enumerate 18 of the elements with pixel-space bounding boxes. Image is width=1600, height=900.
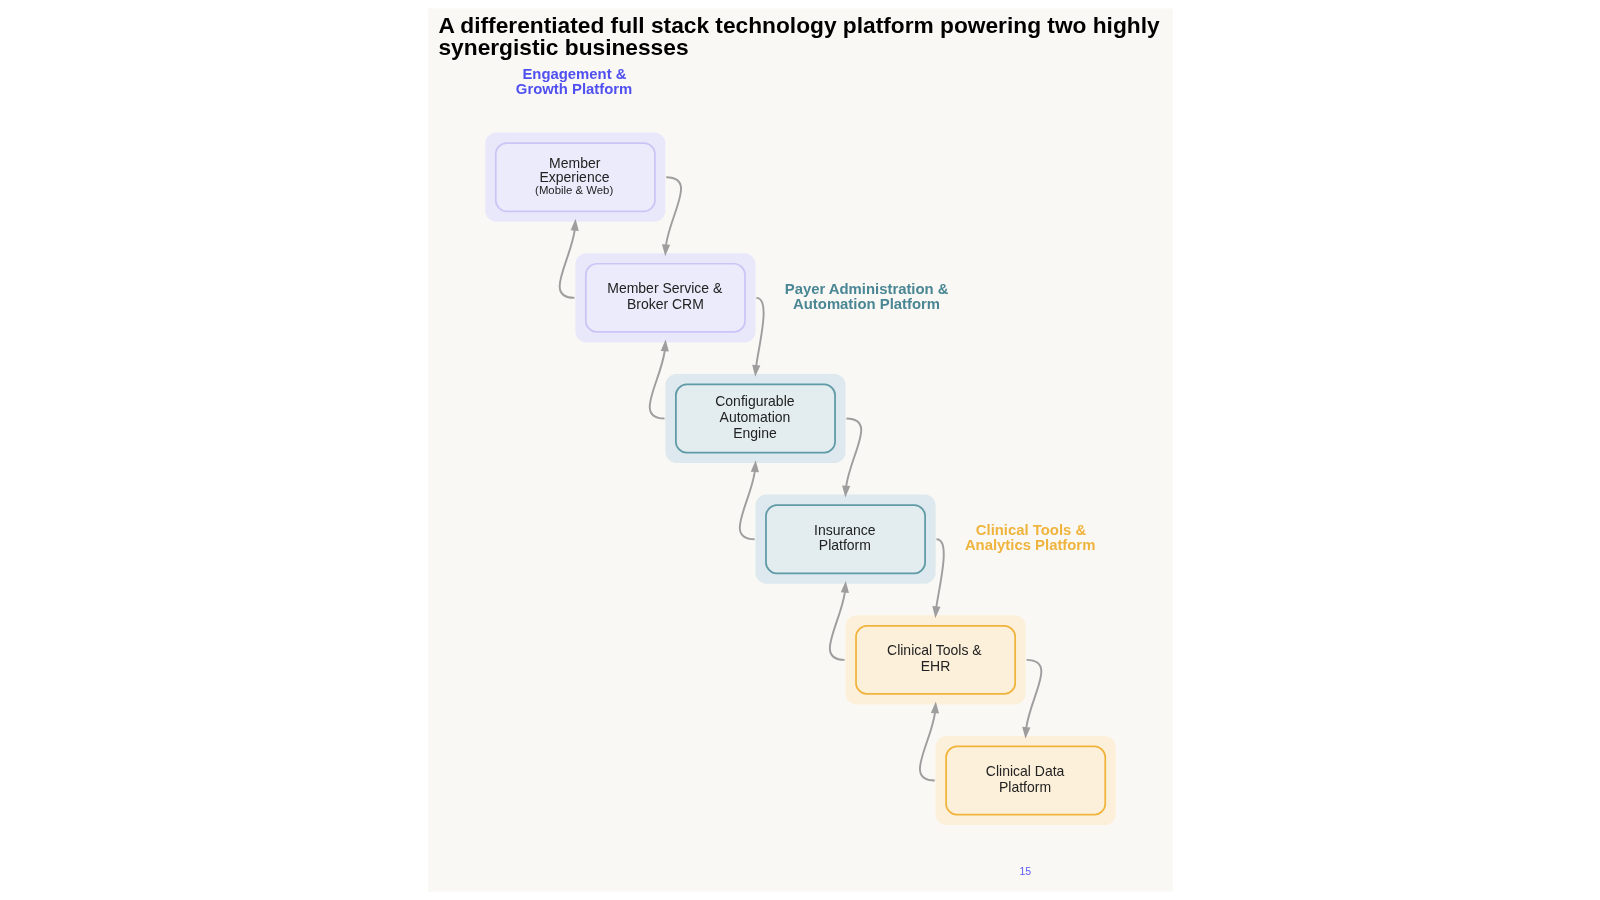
arrow xyxy=(648,339,669,420)
label: 15 xyxy=(1019,866,1031,878)
node-box: Member Experience (Mobile & Web) xyxy=(484,132,665,222)
label: Payer Administration & Automation Platform xyxy=(784,281,949,312)
node-box: Insurance Platform xyxy=(754,494,936,584)
arrow xyxy=(931,538,945,619)
arrow xyxy=(918,701,939,782)
node-box: Clinical Data Platform xyxy=(935,735,1116,826)
arrow xyxy=(1021,658,1042,739)
arrow xyxy=(738,460,759,541)
label: Engagement & Growth Platform xyxy=(515,65,632,97)
node-box: Member Service & Broker CRM xyxy=(574,253,755,343)
arrow xyxy=(751,296,765,377)
arrow xyxy=(841,417,862,498)
diagram-title: A differentiated full stack technology platform powering two highly synergistic businesses xyxy=(437,11,1160,61)
node-box: Clinical Tools & EHR xyxy=(845,615,1026,705)
label: Clinical Tools & Analytics Platform xyxy=(964,522,1095,554)
node-box: Configurable Automation Engine xyxy=(664,373,846,464)
